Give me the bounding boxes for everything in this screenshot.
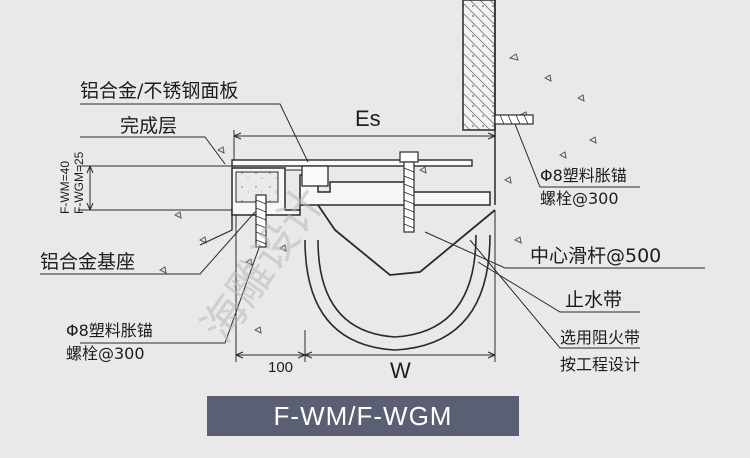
model-banner: F-WM/F-WGM xyxy=(207,396,519,436)
dim-height-wm: F-WM=40 xyxy=(58,161,72,214)
dim-100: 100 xyxy=(268,359,293,376)
cover-plate xyxy=(231,159,473,187)
label-finish-layer: 完成层 xyxy=(120,115,177,137)
dim-w: W xyxy=(390,358,411,383)
leader-lines xyxy=(40,103,705,349)
label-fire-1: 选用阻火带 xyxy=(560,328,640,347)
concrete-aggregate-marks xyxy=(158,53,597,334)
label-anchor-right-1: Φ8塑料胀锚 xyxy=(540,166,627,185)
label-base: 铝合金基座 xyxy=(40,251,135,273)
left-floor-slab xyxy=(199,208,233,246)
dimension-lines xyxy=(78,130,496,362)
label-waterstop: 止水带 xyxy=(565,289,622,311)
dim-height-wgm: F-WGM=25 xyxy=(72,151,86,214)
right-wall xyxy=(462,0,496,205)
label-panel: 铝合金/不锈钢面板 xyxy=(80,80,238,102)
model-name: F-WM/F-WGM xyxy=(274,401,453,431)
waterstop-u-band xyxy=(304,234,491,351)
dim-es: Es xyxy=(355,106,381,131)
label-anchor-left-2: 螺栓@300 xyxy=(66,344,145,363)
center-bolt xyxy=(399,151,419,233)
left-anchor-bolt xyxy=(255,194,267,248)
label-anchor-right-2: 螺栓@300 xyxy=(540,189,619,208)
label-center-rod: 中心滑杆@500 xyxy=(530,245,661,267)
label-fire-2: 按工程设计 xyxy=(560,355,640,374)
label-anchor-left-1: Φ8塑料胀锚 xyxy=(66,321,153,340)
right-anchor-bolt xyxy=(494,114,534,125)
aluminium-base xyxy=(231,167,491,216)
center-slide-rod xyxy=(317,204,496,276)
